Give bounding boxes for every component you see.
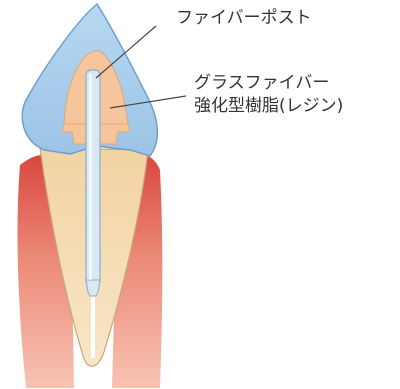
glass-fiber-label-line1: グラスファイバー (194, 74, 329, 94)
fiber-post-highlight (89, 74, 92, 280)
fiber-post (86, 70, 100, 286)
glass-fiber-label-line2: 強化型樹脂(レジン) (194, 97, 343, 117)
fiber-post-label: ファイバーポスト (176, 9, 312, 29)
